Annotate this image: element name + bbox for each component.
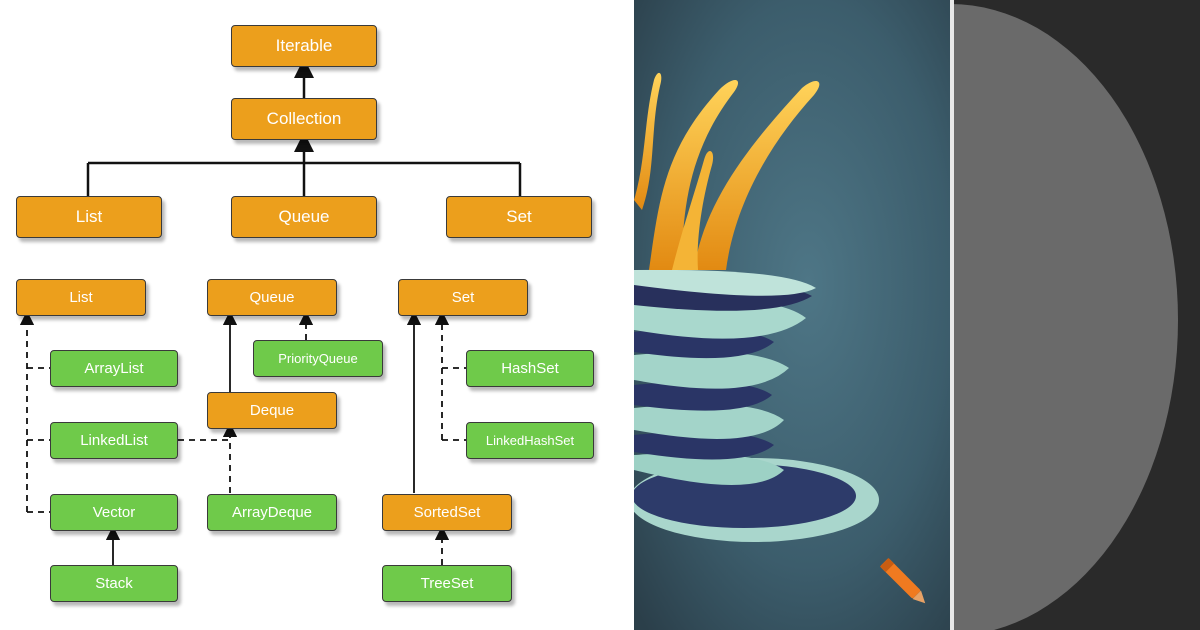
node-arraydeque-label: ArrayDeque bbox=[231, 504, 313, 521]
node-collection: Collection bbox=[231, 98, 377, 140]
node-list-header-label: List bbox=[69, 289, 93, 306]
node-list: List bbox=[16, 196, 162, 238]
node-set-header-label: Set bbox=[451, 289, 475, 306]
node-iterable: Iterable bbox=[231, 25, 377, 67]
node-arraylist: ArrayList bbox=[50, 350, 178, 387]
node-sortedset: SortedSet bbox=[382, 494, 512, 531]
node-deque: Deque bbox=[207, 392, 337, 429]
node-deque-label: Deque bbox=[249, 402, 295, 419]
node-priorityqueue-label: PriorityQueue bbox=[278, 351, 358, 366]
node-linkedlist: LinkedList bbox=[50, 422, 178, 459]
node-arraydeque: ArrayDeque bbox=[207, 494, 337, 531]
node-treeset-label: TreeSet bbox=[420, 575, 474, 592]
node-queue-header-label: Queue bbox=[249, 289, 295, 306]
node-set: Set bbox=[446, 196, 592, 238]
node-linkedlist-label: LinkedList bbox=[80, 432, 148, 449]
node-hashset-label: HashSet bbox=[501, 360, 559, 377]
node-sortedset-label: SortedSet bbox=[413, 504, 481, 521]
node-hashset: HashSet bbox=[466, 350, 594, 387]
collection-hierarchy-diagram: Iterable Collection List Queue Set List … bbox=[16, 25, 594, 602]
node-queue-label: Queue bbox=[278, 207, 330, 226]
node-priorityqueue: PriorityQueue bbox=[253, 340, 383, 377]
node-linkedhashset: LinkedHashSet bbox=[466, 422, 594, 459]
java-coffee-cup-logo-icon bbox=[634, 0, 950, 630]
gray-half-circle-shape bbox=[950, 0, 1200, 630]
node-list-label: List bbox=[75, 207, 103, 226]
node-linkedhashset-label: LinkedHashSet bbox=[485, 433, 575, 448]
java-artwork-panel bbox=[634, 0, 950, 630]
node-arraylist-label: ArrayList bbox=[84, 360, 144, 377]
node-queue-header: Queue bbox=[207, 279, 337, 316]
connector-lines bbox=[19, 58, 522, 565]
side-decoration-panel bbox=[950, 0, 1200, 630]
node-treeset: TreeSet bbox=[382, 565, 512, 602]
node-stack: Stack bbox=[50, 565, 178, 602]
node-vector-label: Vector bbox=[92, 504, 136, 521]
node-stack-label: Stack bbox=[95, 575, 133, 592]
node-vector: Vector bbox=[50, 494, 178, 531]
node-set-label: Set bbox=[506, 207, 532, 226]
node-collection-label: Collection bbox=[266, 109, 342, 128]
node-queue: Queue bbox=[231, 196, 377, 238]
node-iterable-label: Iterable bbox=[275, 36, 333, 55]
node-set-header: Set bbox=[398, 279, 528, 316]
node-list-header: List bbox=[16, 279, 146, 316]
